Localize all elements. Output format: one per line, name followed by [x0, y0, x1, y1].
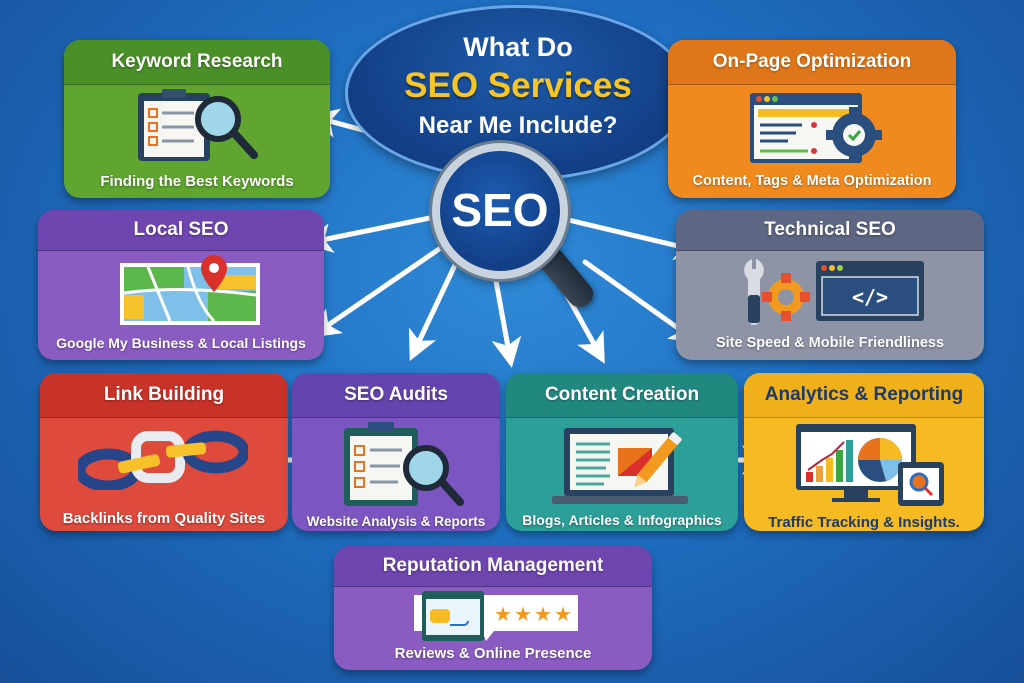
arrow-to-center-bottom: [491, 267, 522, 368]
card-title: Content Creation: [506, 373, 738, 418]
webpage-gear-icon: [748, 91, 888, 165]
wrench-gear-code-icon: </>: [740, 255, 930, 327]
arrow-to-technical-seo-2: [582, 259, 701, 344]
card-keyword-research: Keyword Research Finding the Best Keywor…: [64, 40, 330, 198]
svg-text:</>: </>: [852, 285, 888, 309]
card-title: Link Building: [40, 373, 288, 418]
card-title: Analytics & Reporting: [744, 373, 984, 418]
arrow-to-seo-audits: [408, 262, 458, 362]
arrow-to-technical-seo: [557, 215, 705, 260]
card-subtitle: Blogs, Articles & Infographics: [522, 512, 722, 528]
card-local-seo: Local SEO Google My Business & Local Lis…: [38, 210, 324, 360]
svg-text:★: ★: [554, 602, 572, 626]
magnifying-glass-icon: SEO: [432, 143, 568, 279]
clipboard-magnifier-icon: [340, 422, 470, 508]
svg-text:★: ★: [494, 602, 512, 626]
chain-link-icon: [78, 430, 248, 490]
card-title: Keyword Research: [64, 40, 330, 85]
title-line-3: Near Me Include?: [418, 112, 618, 139]
card-subtitle: Content, Tags & Meta Optimization: [692, 173, 932, 189]
card-subtitle: Site Speed & Mobile Friendliness: [715, 335, 945, 351]
card-title: Local SEO: [38, 210, 324, 251]
card-title: On-Page Optimization: [668, 40, 956, 85]
card-subtitle: Website Analysis & Reports: [306, 514, 486, 529]
card-reputation-management: Reputation Management ★★★★ Reviews & Onl…: [334, 546, 652, 670]
arrow-to-local-seo: [302, 215, 433, 253]
svg-text:★: ★: [534, 602, 552, 626]
svg-text:★: ★: [514, 602, 532, 626]
card-title: Technical SEO: [676, 210, 984, 251]
card-subtitle: Reviews & Online Presence: [394, 645, 592, 662]
review-stars-icon: ★★★★: [412, 591, 582, 643]
card-subtitle: Traffic Tracking & Insights.: [768, 514, 960, 531]
card-content-creation: Content Creation Blogs, Articles & Infog…: [506, 373, 738, 531]
laptop-pencil-icon: [544, 424, 704, 506]
card-subtitle: Finding the Best Keywords: [100, 173, 294, 190]
clipboard-magnifier-icon: [134, 89, 264, 165]
card-link-building: Link Building Backlinks from Quality Sit…: [40, 373, 288, 531]
card-seo-audits: SEO Audits Website Analysis & Reports: [292, 373, 500, 531]
card-analytics-reporting: Analytics & Reporting Traffic Tracking &…: [744, 373, 984, 531]
card-subtitle: Google My Business & Local Listings: [56, 335, 306, 351]
card-on-page-optimization: On-Page Optimization Content, Tags & Met…: [668, 40, 956, 198]
card-title: SEO Audits: [292, 373, 500, 418]
title-line-2: SEO Services: [404, 66, 632, 105]
title-line-1: What Do: [463, 32, 573, 62]
monitor-charts-icon: [792, 422, 952, 508]
map-pin-icon: [118, 255, 264, 327]
card-title: Reputation Management: [334, 546, 652, 587]
arrow-to-local-seo-2: [309, 242, 448, 338]
center-seo-label: SEO: [451, 184, 549, 236]
card-technical-seo: Technical SEO </> Site Speed & Mobile Fr…: [676, 210, 984, 360]
card-subtitle: Backlinks from Quality Sites: [62, 510, 266, 527]
